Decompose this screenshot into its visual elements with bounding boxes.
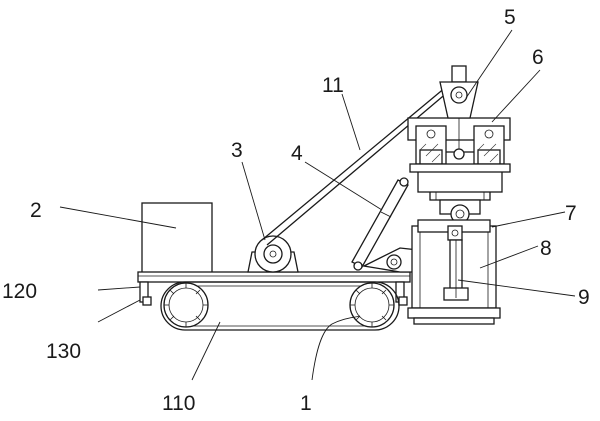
pivot-bracket [361, 247, 419, 273]
base-plate [407, 307, 501, 325]
label-1: 1 [300, 392, 312, 415]
label-2: 2 [30, 199, 42, 222]
part-5-head [439, 65, 479, 160]
label-120: 120 [2, 280, 37, 303]
label-6: 6 [532, 46, 544, 69]
label-group: 1 2 3 4 5 6 7 8 9 11 110 120 130 [2, 6, 590, 415]
cable-11 [261, 81, 456, 246]
part-6-housing [407, 117, 511, 173]
leaders [59, 29, 576, 381]
label-130: 130 [46, 340, 81, 363]
label-8: 8 [540, 237, 552, 260]
label-11: 11 [322, 74, 344, 97]
part-2-box [141, 202, 213, 274]
mast [417, 151, 503, 224]
label-7: 7 [565, 202, 577, 225]
part-4-cylinder [351, 177, 409, 271]
label-4: 4 [291, 142, 303, 165]
part-7-top-cap [417, 219, 491, 241]
label-3: 3 [231, 139, 243, 162]
label-110: 110 [162, 392, 195, 415]
label-9: 9 [578, 286, 590, 309]
belt-110 [160, 281, 400, 331]
part-9-shaft [443, 239, 469, 301]
part-3-winch [247, 235, 299, 273]
right-sprocket [349, 282, 395, 328]
left-sprocket [163, 282, 209, 328]
label-5: 5 [504, 6, 516, 29]
